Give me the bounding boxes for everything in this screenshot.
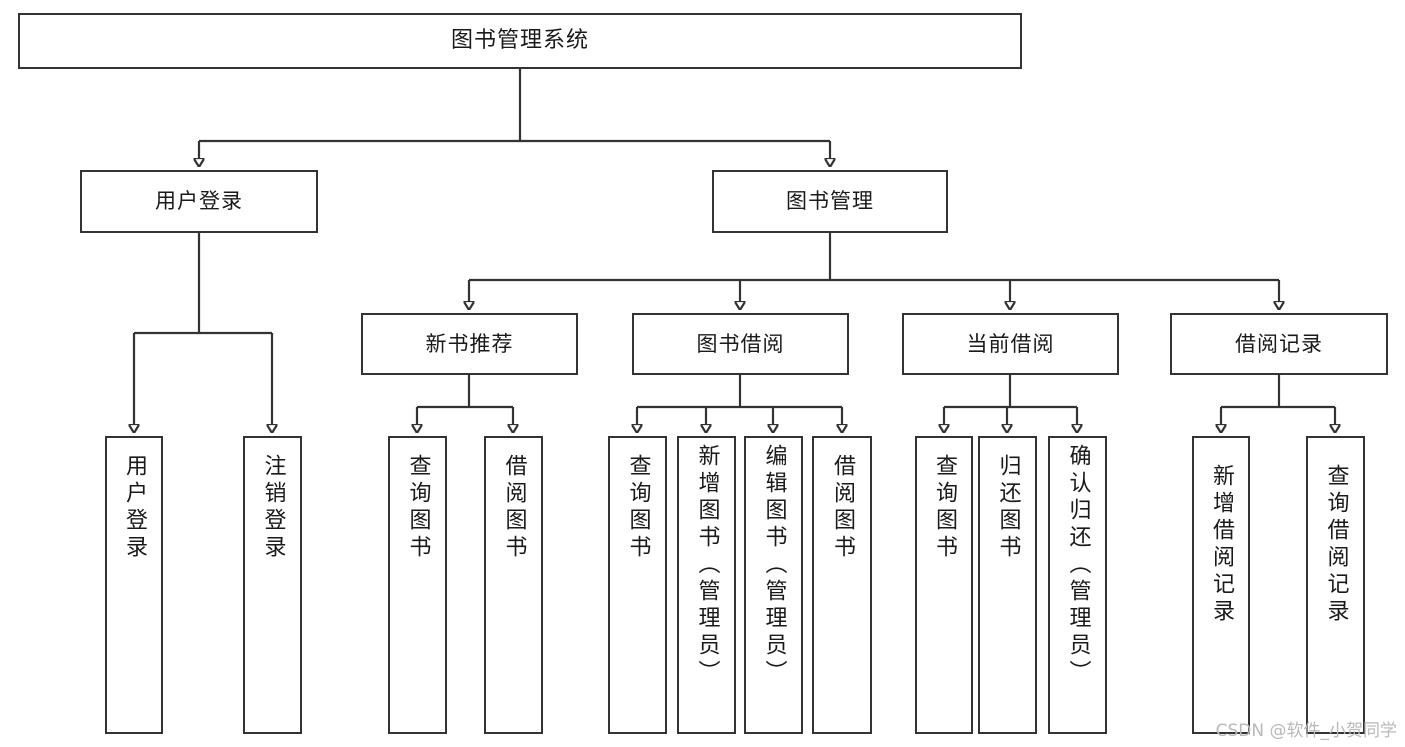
- leaf-query-book-3-label: 查询图书: [932, 454, 957, 562]
- node-new-book-rec[interactable]: 新书推荐: [361, 313, 578, 375]
- node-root-label: 图书管理系统: [450, 28, 589, 54]
- node-borrow-record-label: 借阅记录: [1235, 331, 1323, 356]
- node-current-borrow[interactable]: 当前借阅: [902, 313, 1119, 375]
- node-book-manage-label: 图书管理: [786, 189, 874, 214]
- leaf-query-record-label: 查询借阅记录: [1323, 464, 1349, 626]
- node-user-login[interactable]: 用户登录: [80, 170, 318, 233]
- leaf-query-record[interactable]: 查询借阅记录: [1306, 436, 1365, 734]
- leaf-add-book-label: 新增图书（管理员）: [694, 444, 720, 687]
- node-book-borrow[interactable]: 图书借阅: [632, 313, 849, 375]
- leaf-borrow-book-1-label: 借阅图书: [501, 454, 527, 562]
- leaf-user-login-label: 用户登录: [122, 454, 147, 562]
- leaf-borrow-book-2[interactable]: 借阅图书: [812, 436, 872, 734]
- node-current-borrow-label: 当前借阅: [966, 331, 1055, 356]
- leaf-user-logout[interactable]: 注销登录: [243, 436, 302, 734]
- leaf-return-book[interactable]: 归还图书: [978, 436, 1037, 734]
- node-borrow-record[interactable]: 借阅记录: [1170, 313, 1388, 375]
- leaf-query-book-2-label: 查询图书: [625, 454, 651, 562]
- leaf-add-record[interactable]: 新增借阅记录: [1192, 436, 1250, 734]
- leaf-add-record-label: 新增借阅记录: [1209, 464, 1234, 626]
- leaf-edit-book[interactable]: 编辑图书（管理员）: [744, 436, 803, 734]
- watermark: CSDN @软件_小贺同学: [1215, 721, 1397, 741]
- leaf-borrow-book-2-label: 借阅图书: [830, 454, 855, 562]
- leaf-confirm-return[interactable]: 确认归还（管理员）: [1048, 436, 1107, 734]
- leaf-user-logout-label: 注销登录: [260, 454, 286, 562]
- node-root[interactable]: 图书管理系统: [18, 13, 1022, 69]
- node-new-book-rec-label: 新书推荐: [425, 331, 514, 356]
- leaf-add-book[interactable]: 新增图书（管理员）: [677, 436, 736, 734]
- leaf-user-login[interactable]: 用户登录: [105, 436, 163, 734]
- leaf-confirm-return-label: 确认归还（管理员）: [1065, 444, 1091, 687]
- leaf-query-book-1[interactable]: 查询图书: [388, 436, 447, 734]
- node-book-manage[interactable]: 图书管理: [712, 170, 948, 233]
- leaf-borrow-book-1[interactable]: 借阅图书: [484, 436, 543, 734]
- leaf-return-book-label: 归还图书: [995, 454, 1021, 562]
- leaf-edit-book-label: 编辑图书（管理员）: [761, 444, 787, 687]
- leaf-query-book-1-label: 查询图书: [405, 454, 431, 562]
- leaf-query-book-3[interactable]: 查询图书: [915, 436, 973, 734]
- node-book-borrow-label: 图书借阅: [696, 331, 785, 356]
- leaf-query-book-2[interactable]: 查询图书: [608, 436, 667, 734]
- node-user-login-label: 用户登录: [155, 189, 243, 214]
